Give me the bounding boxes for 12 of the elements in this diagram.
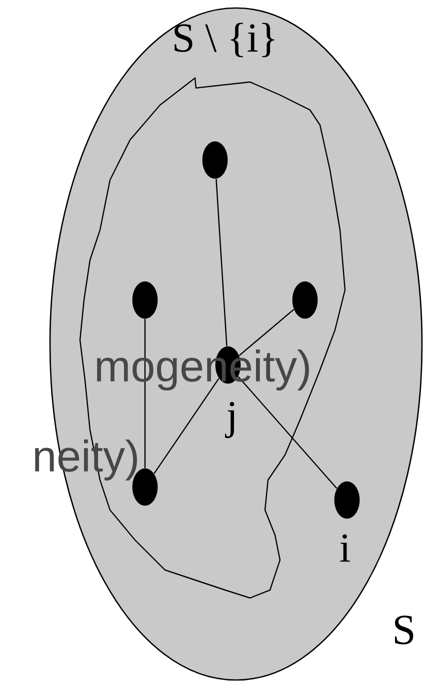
edge-line bbox=[144, 318, 146, 468]
vertex-dot bbox=[202, 141, 228, 179]
edge-line bbox=[154, 378, 220, 474]
vertex-label: i bbox=[340, 534, 350, 562]
edge-line bbox=[238, 376, 338, 489]
vertex-label: j bbox=[225, 402, 234, 438]
node-label: S \ {i} bbox=[174, 22, 274, 58]
vertex-dot bbox=[334, 481, 360, 519]
edge-line bbox=[216, 178, 228, 346]
vertex-dot bbox=[292, 281, 318, 319]
edge-line bbox=[238, 309, 294, 356]
vertex-dot bbox=[132, 281, 158, 319]
